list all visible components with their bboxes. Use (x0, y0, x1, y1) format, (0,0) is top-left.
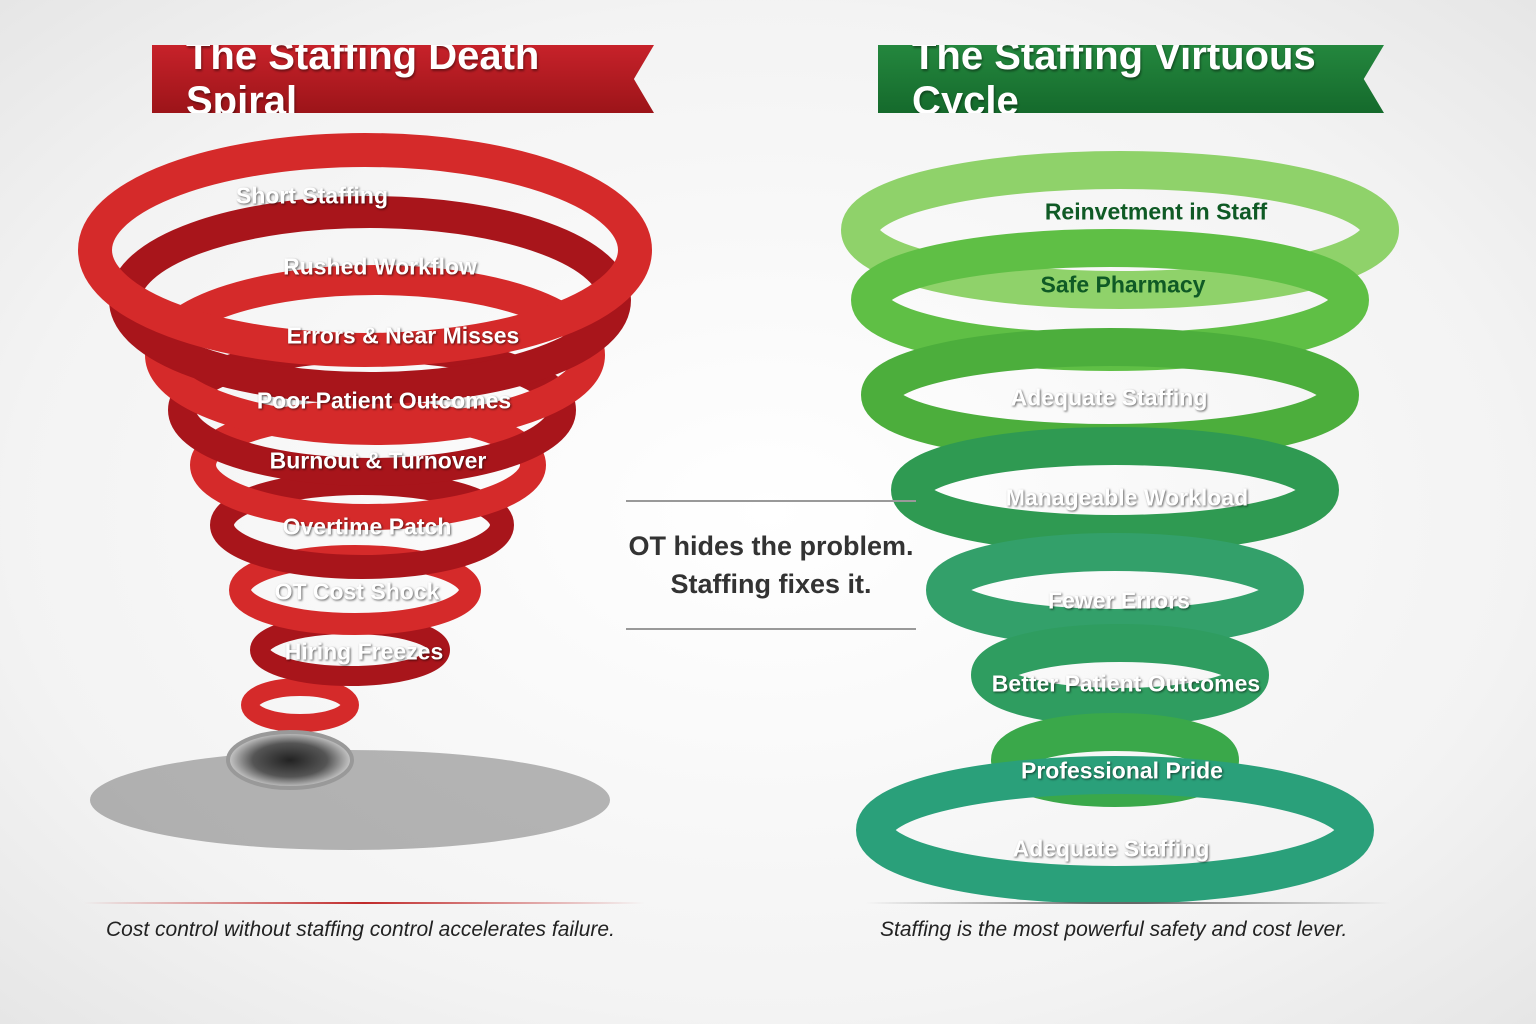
right-stage-label: Fewer Errors (1048, 587, 1190, 614)
cycle-band (971, 624, 1269, 726)
right-stage-label: Manageable Workload (1005, 484, 1249, 511)
virtuous-cycle-graphic (841, 151, 1399, 904)
right-stage-label: Adequate Staffing (1010, 384, 1208, 411)
center-message: OT hides the problem. Staffing fixes it. (626, 500, 916, 630)
right-stage-label: Reinvetment in Staff (1044, 198, 1268, 225)
right-stage-label: Safe Pharmacy (1040, 271, 1206, 298)
cycle-band (856, 756, 1374, 904)
virtuous-cycle-caption: Staffing is the most powerful safety and… (880, 918, 1348, 941)
center-message-line-2: Staffing fixes it. (670, 569, 872, 599)
virtuous-cycle-title: The Staffing Virtuous Cycle (878, 45, 1384, 113)
right-stage-label: Adequate Staffing (1012, 835, 1210, 862)
left-stage-label: Poor Patient Outcomes (256, 387, 512, 414)
drain-icon (226, 730, 354, 790)
right-stage-label: Professional Pride (1021, 757, 1223, 784)
right-stage-label: Better Patient Outcomes (991, 670, 1261, 697)
left-stage-label: Errors & Near Misses (286, 322, 520, 349)
left-stage-label: Overtime Patch (282, 513, 452, 540)
left-stage-label: Short Staffing (235, 182, 389, 209)
spiral-band (78, 133, 652, 367)
cycle-band (841, 151, 1399, 309)
death-spiral-graphic (78, 133, 652, 850)
left-stage-label: OT Cost Shock (274, 578, 440, 605)
death-spiral-title: The Staffing Death Spiral (152, 45, 654, 113)
spiral-band (241, 678, 359, 732)
left-stage-label: Burnout & Turnover (269, 447, 487, 474)
death-spiral-caption: Cost control without staffing control ac… (106, 918, 615, 941)
spiral-band (190, 400, 546, 530)
center-message-line-1: OT hides the problem. (628, 531, 914, 561)
left-divider (84, 902, 644, 904)
left-stage-label: Hiring Freezes (284, 638, 444, 665)
left-stage-label: Rushed Workflow (283, 253, 477, 280)
right-divider (866, 902, 1390, 904)
